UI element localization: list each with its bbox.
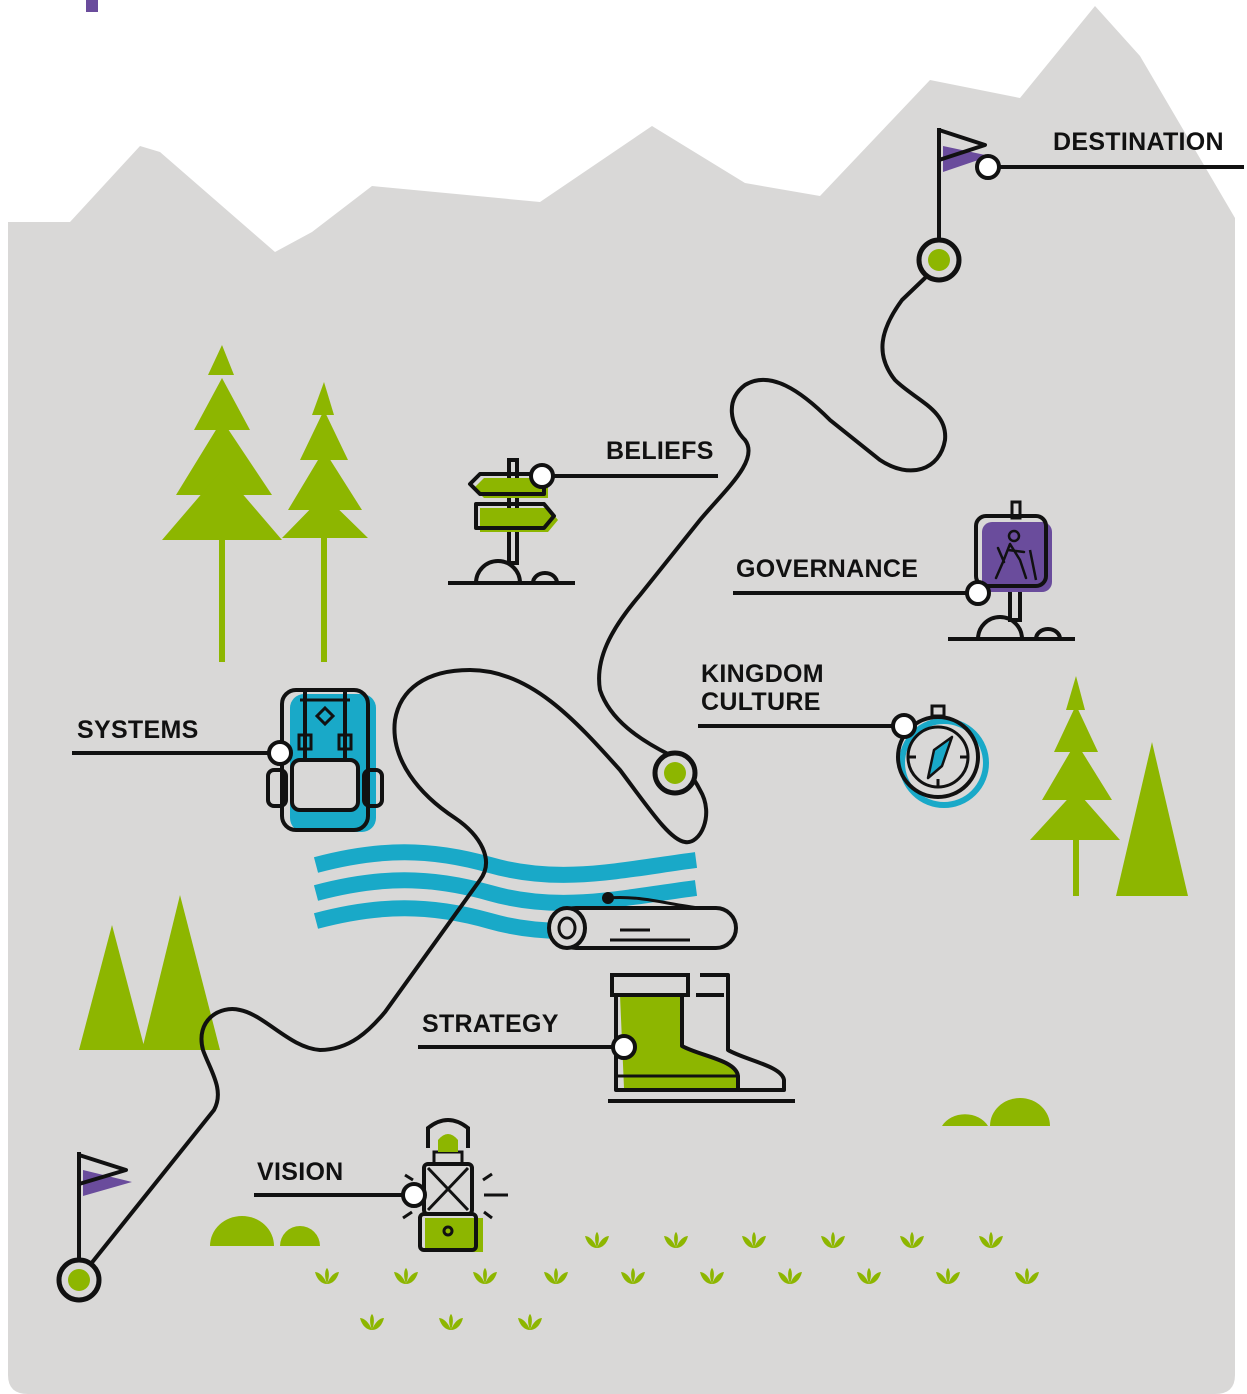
backpack-icon bbox=[266, 688, 384, 832]
sprout-icon bbox=[360, 1314, 384, 1330]
label-governance: GOVERNANCE bbox=[736, 555, 919, 583]
sprout-icon bbox=[857, 1268, 881, 1284]
sprout-icon bbox=[821, 1232, 845, 1248]
sprout-icon bbox=[979, 1232, 1003, 1248]
grass-sprouts bbox=[315, 1232, 1039, 1330]
sprout-icon bbox=[742, 1232, 766, 1248]
signpost-icon bbox=[448, 458, 575, 585]
bush-icon bbox=[280, 1226, 320, 1246]
bush-icon bbox=[942, 1114, 988, 1126]
sprout-icon bbox=[900, 1232, 924, 1248]
callout-beliefs bbox=[529, 463, 718, 489]
label-kingdom-culture: KINGDOM CULTURE bbox=[701, 660, 824, 716]
start-flag-icon bbox=[56, 1152, 132, 1303]
callout-systems bbox=[72, 740, 293, 766]
hiker-sign-icon bbox=[948, 500, 1075, 641]
pine-tree-icon bbox=[282, 382, 368, 662]
pine-tree-icon bbox=[142, 895, 220, 1050]
callout-kingdom-culture bbox=[698, 713, 917, 739]
label-systems: SYSTEMS bbox=[77, 716, 199, 744]
trail-waypoint bbox=[652, 750, 698, 796]
sprout-icon bbox=[585, 1232, 609, 1248]
sprout-icon bbox=[936, 1268, 960, 1284]
sprout-icon bbox=[394, 1268, 418, 1284]
compass-icon bbox=[896, 704, 989, 808]
callout-strategy bbox=[418, 1034, 637, 1060]
mountain-background bbox=[8, 6, 1235, 1394]
sprout-icon bbox=[439, 1314, 463, 1330]
sprout-icon bbox=[700, 1268, 724, 1284]
destination-flag-icon bbox=[916, 128, 990, 283]
sprout-icon bbox=[778, 1268, 802, 1284]
pine-tree-icon bbox=[162, 345, 282, 662]
label-kingdom: KINGDOM bbox=[701, 660, 824, 688]
sprout-icon bbox=[1015, 1268, 1039, 1284]
sprout-icon bbox=[315, 1268, 339, 1284]
label-strategy: STRATEGY bbox=[422, 1010, 559, 1038]
bush-icon bbox=[990, 1098, 1050, 1126]
log-icon bbox=[547, 892, 738, 950]
pine-tree-icon bbox=[1116, 742, 1188, 896]
lantern-icon bbox=[402, 1118, 508, 1252]
label-culture: CULTURE bbox=[701, 688, 821, 716]
corner-accent bbox=[86, 0, 98, 12]
label-vision: VISION bbox=[257, 1158, 344, 1186]
pine-tree-icon bbox=[79, 925, 145, 1050]
trail-path bbox=[76, 276, 948, 1282]
sprout-icon bbox=[544, 1268, 568, 1284]
sprout-icon bbox=[473, 1268, 497, 1284]
callout-governance bbox=[733, 580, 991, 606]
sprout-icon bbox=[518, 1314, 542, 1330]
callout-vision bbox=[254, 1182, 427, 1208]
sprout-icon bbox=[664, 1232, 688, 1248]
boots-icon bbox=[608, 973, 795, 1103]
bush-icon bbox=[210, 1216, 274, 1246]
sprout-icon bbox=[621, 1268, 645, 1284]
label-destination: DESTINATION bbox=[1053, 128, 1224, 156]
callout-destination bbox=[975, 154, 1244, 180]
pine-tree-icon bbox=[1030, 676, 1120, 896]
label-beliefs: BELIEFS bbox=[606, 437, 714, 465]
